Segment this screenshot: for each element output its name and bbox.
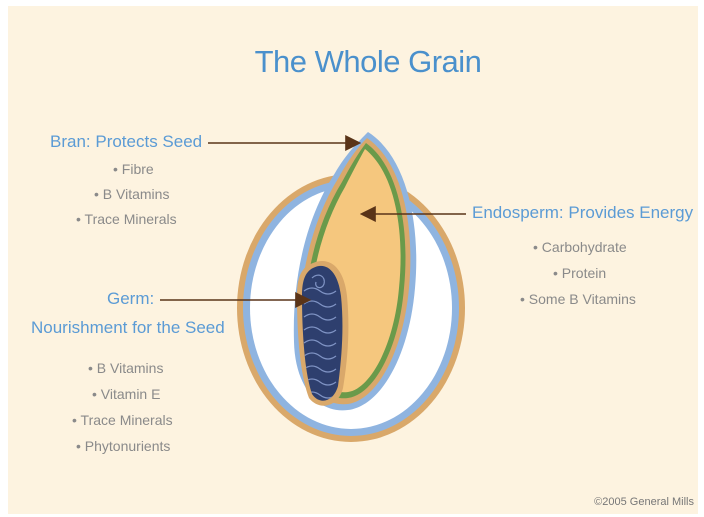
germ-item: • Trace Minerals: [72, 412, 173, 428]
germ-heading-line2: Nourishment for the Seed: [31, 318, 225, 338]
germ-item: • Phytonurients: [76, 438, 170, 454]
endosperm-item: • Carbohydrate: [533, 239, 627, 255]
germ-item: • B Vitamins: [88, 360, 163, 376]
bran-item: • B Vitamins: [94, 186, 169, 202]
bran-item: • Fibre: [113, 161, 154, 177]
endosperm-item: • Protein: [553, 265, 606, 281]
germ-heading-line1: Germ:: [107, 289, 154, 309]
endosperm-item: • Some B Vitamins: [520, 291, 636, 307]
germ-item: • Vitamin E: [92, 386, 160, 402]
diagram-panel: The Whole Grain: [8, 6, 698, 514]
endosperm-heading: Endosperm: Provides Energy: [472, 203, 693, 223]
copyright-notice: ©2005 General Mills: [594, 496, 694, 508]
bran-item: • Trace Minerals: [76, 211, 177, 227]
bran-heading: Bran: Protects Seed: [50, 132, 202, 152]
